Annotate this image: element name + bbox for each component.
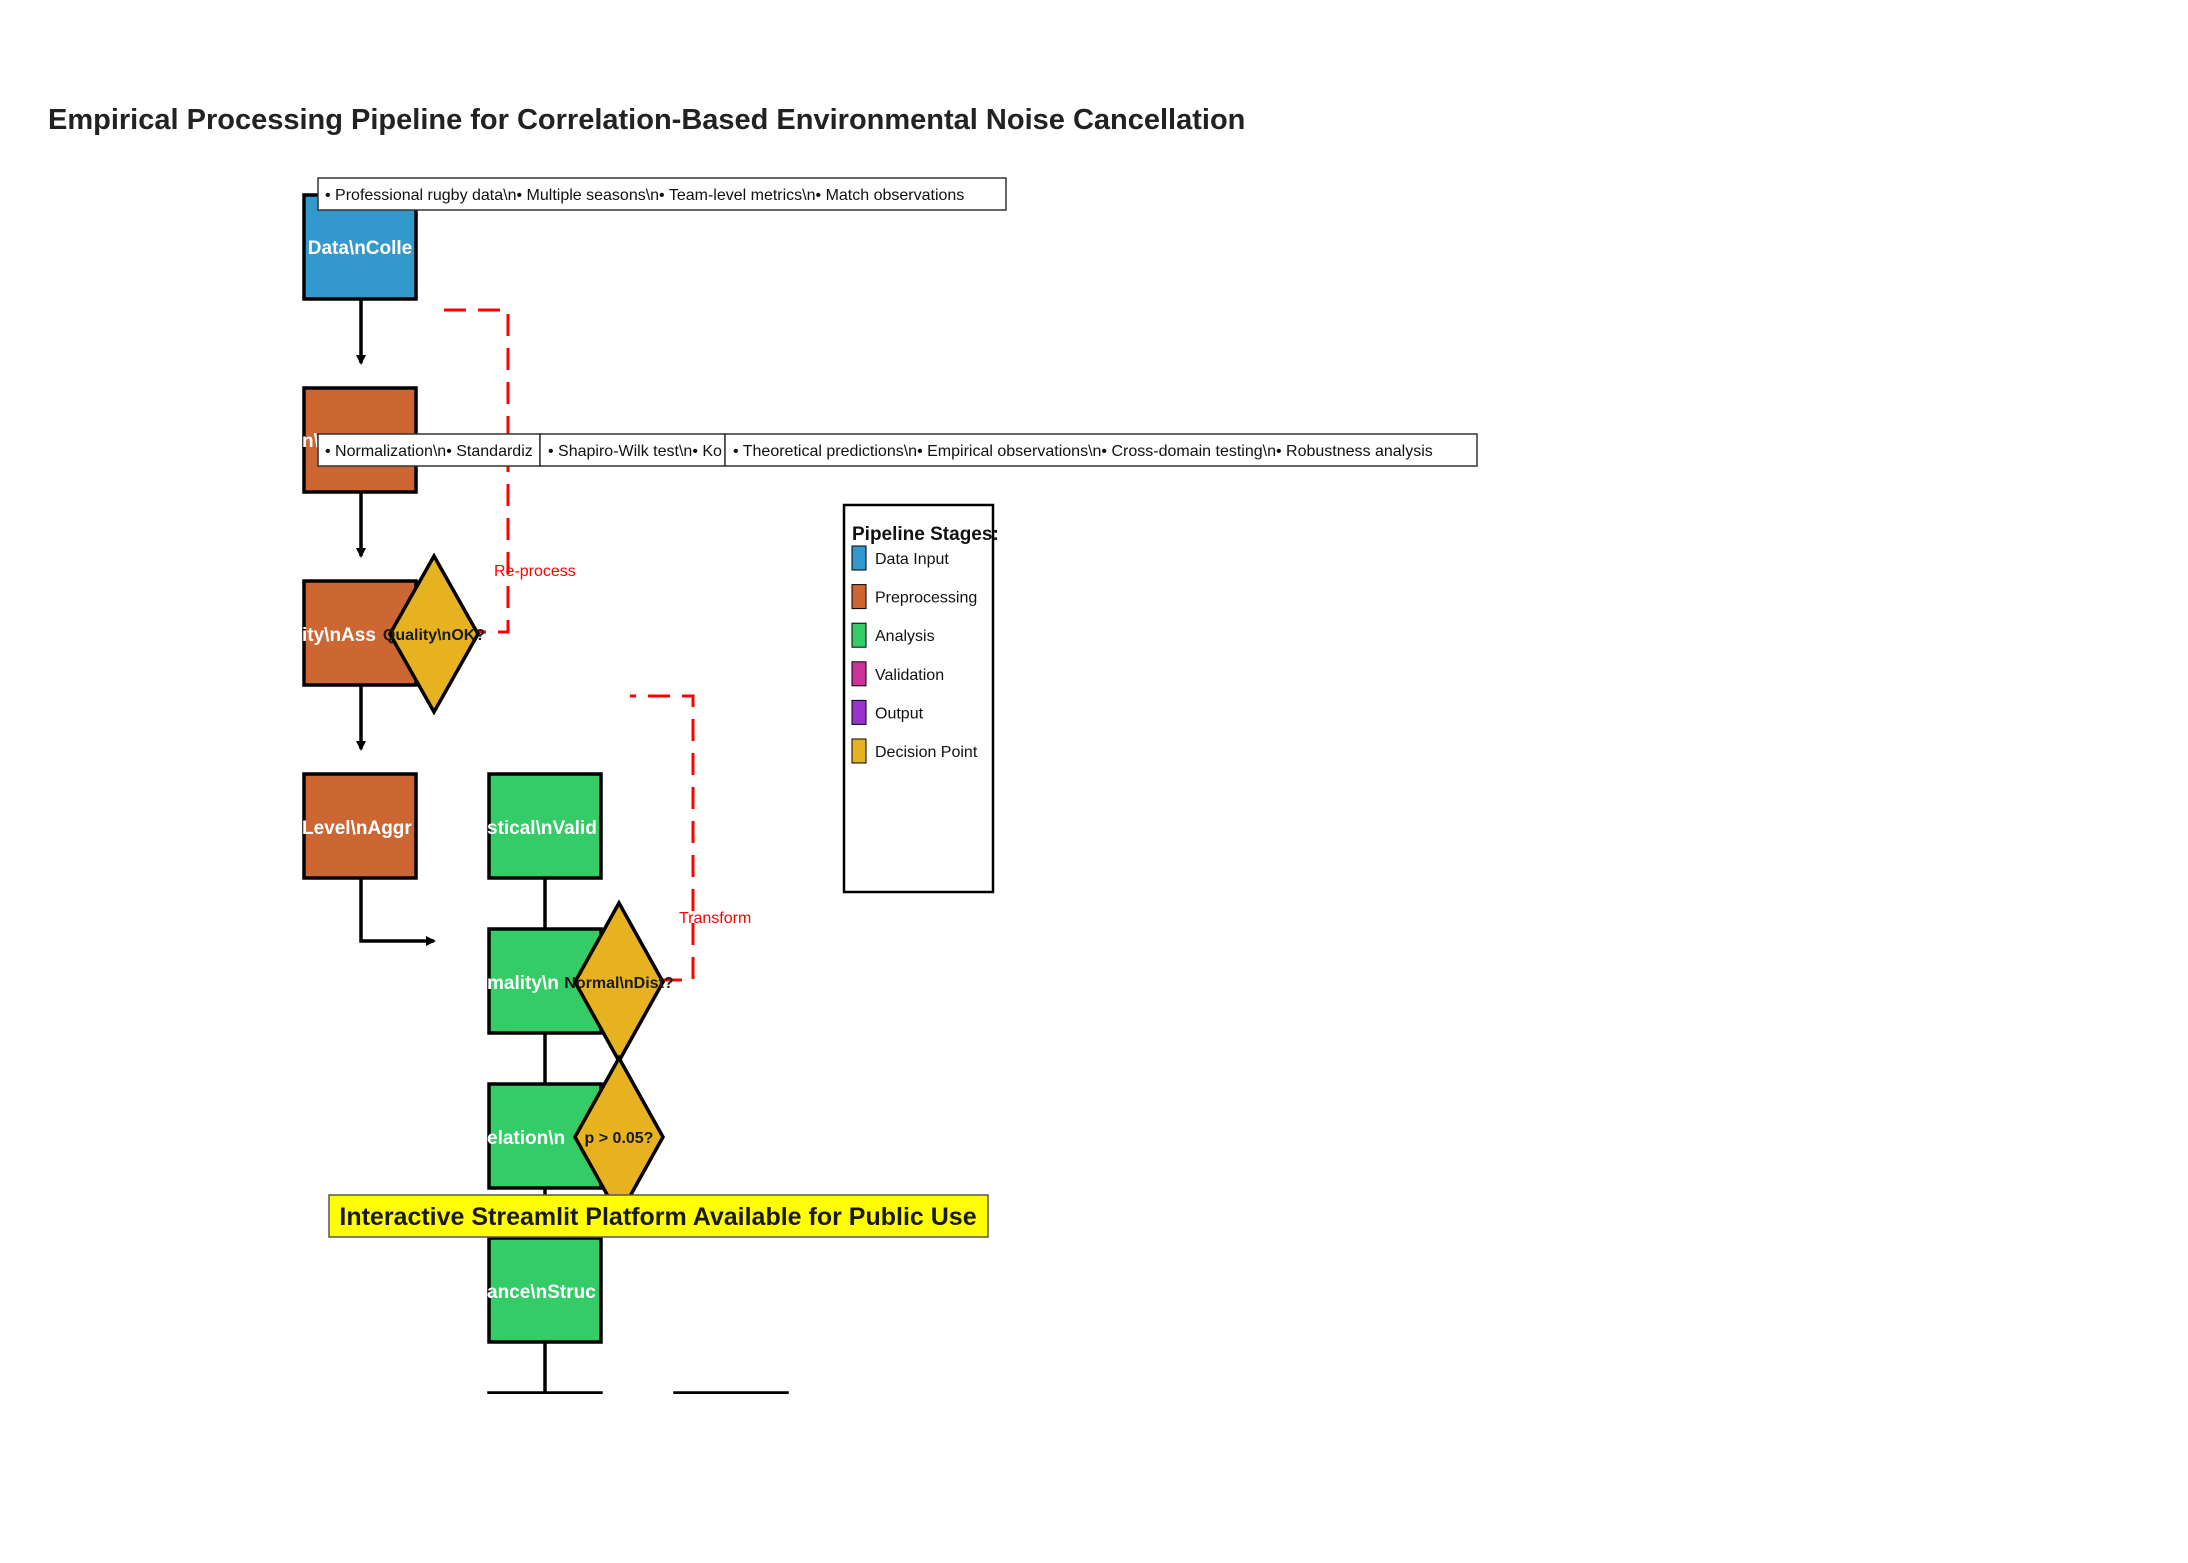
legend-label-5: Decision Point [875,744,978,761]
annotation-data: • Professional rugby data\n• Multiple se… [317,177,1007,211]
annotations: • Professional rugby data\n• Multiple se… [317,177,1478,467]
legend-swatch-5 [851,738,867,764]
feedback-reprocess-label: Re-process [494,563,576,580]
node-statistical-validation: stical\nValid [487,772,603,880]
streamlit-banner: Interactive Streamlit Platform Available… [328,1194,989,1238]
legend-swatch-0 [851,545,867,571]
legend-label-2: Analysis [875,628,935,645]
node-truncated-validation [673,1391,789,1394]
legend-items: Data InputPreprocessingAnalysisValidatio… [851,545,978,764]
decision-quality-ok: Quality\nOK? [383,552,485,716]
legend-label-4: Output [875,705,924,722]
node-quality-assessment-label: ity\nAss [302,625,376,646]
legend: Pipeline Stages: Data InputPreprocessing… [842,503,999,894]
legend-swatch-3 [851,661,867,687]
legend-swatch-2 [851,622,867,648]
feedback-transform-loop [630,694,695,982]
feedback-loops: Re-process Transform [436,308,751,982]
node-correlation-label: elation\n [487,1128,565,1149]
annotation-preprocessing-text: • Normalization\n• Standardiz [325,443,533,460]
node-truncated-analysis [487,1391,603,1394]
node-statistical-validation-label: stical\nValid [487,818,597,839]
feedback-reprocess-loop [436,308,510,634]
decision-p-value-label: p > 0.05? [585,1130,654,1147]
annotation-validation: • Theoretical predictions\n• Empirical o… [724,433,1478,467]
node-data-collection: Data\nColle [302,193,418,301]
diagram-title: Empirical Processing Pipeline for Correl… [48,104,1246,136]
feedback-transform-label: Transform [679,910,751,927]
node-normality-label: mality\n [487,973,559,994]
annotation-normality-text: • Shapiro-Wilk test\n• Ko [548,443,722,460]
legend-label-3: Validation [875,667,944,684]
legend-swatch-4 [851,699,867,725]
annotation-preprocessing: • Normalization\n• Standardiz [317,433,541,467]
process-nodes: Data\nColle n\nSt ity\nAss Level\nAggr s… [302,193,789,1394]
decision-nodes: Quality\nOK? Normal\nDist? p > 0.05? [383,552,674,1220]
node-data-collection-label: Data\nColle [308,238,413,259]
decision-normal-dist: Normal\nDist? [564,899,674,1065]
legend-swatch-1 [851,584,867,610]
node-level-aggregation: Level\nAggr [302,772,418,880]
decision-quality-ok-label: Quality\nOK? [383,627,485,644]
legend-title: Pipeline Stages: [852,524,999,545]
legend-label-1: Preprocessing [875,590,977,607]
streamlit-banner-text: Interactive Streamlit Platform Available… [339,1203,976,1231]
annotation-validation-text: • Theoretical predictions\n• Empirical o… [733,443,1433,460]
annotation-normality: • Shapiro-Wilk test\n• Ko [539,433,726,467]
legend-label-0: Data Input [875,551,949,568]
node-variance-structure-label: ance\nStruc [487,1282,596,1303]
node-variance-structure: ance\nStruc [487,1236,603,1344]
decision-p-value: p > 0.05? [572,1054,666,1220]
decision-normal-dist-label: Normal\nDist? [564,975,673,992]
annotation-data-text: • Professional rugby data\n• Multiple se… [325,187,964,204]
node-level-aggregation-label: Level\nAggr [302,818,412,839]
edge-aggregation-to-analysis [359,877,436,946]
